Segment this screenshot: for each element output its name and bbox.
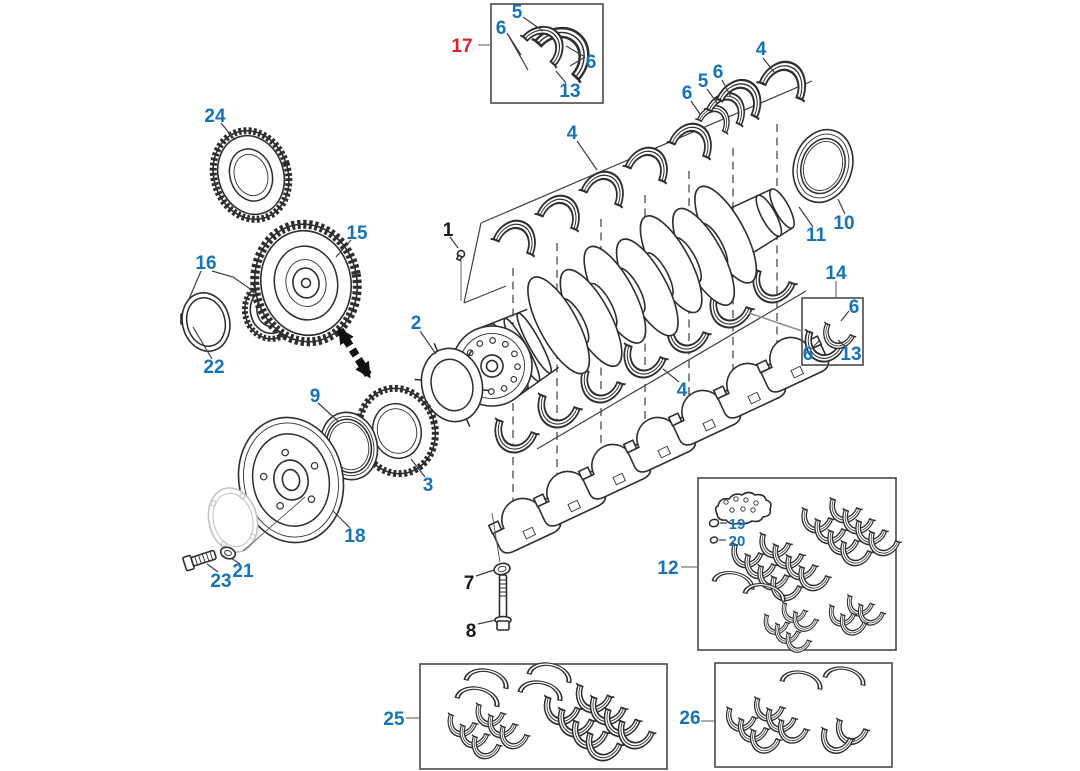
- callout-21-label[interactable]: 21: [232, 561, 254, 582]
- kit-box-12-contents: [708, 491, 903, 658]
- ghost-adapter-ring: [207, 487, 259, 553]
- vibration-damper-pulley: [237, 416, 345, 544]
- callout-2-label[interactable]: 2: [411, 313, 422, 334]
- bearing-shell: [577, 163, 635, 209]
- leader-lines: [188, 16, 850, 722]
- shell-stack-left: [719, 695, 811, 759]
- callout-13-label-a[interactable]: 13: [559, 81, 580, 102]
- bearing-shell: [613, 342, 670, 386]
- callout-6-label-d[interactable]: 6: [682, 83, 693, 104]
- callout-6-label-a[interactable]: 6: [496, 18, 507, 39]
- callout-16-label[interactable]: 16: [195, 253, 216, 274]
- callout-5-label-a[interactable]: 5: [512, 2, 523, 23]
- thrust-washer: [517, 676, 566, 702]
- pulley-washer: [219, 546, 237, 560]
- callout-22-label[interactable]: 22: [203, 357, 224, 378]
- callout-8-label: 8: [466, 621, 477, 642]
- callout-15-label[interactable]: 15: [346, 223, 368, 244]
- callout-3-label[interactable]: 3: [423, 475, 434, 496]
- cap-bolt-axis: [491, 512, 501, 563]
- callout-18-label[interactable]: 18: [344, 526, 365, 547]
- bearing-shell: [533, 187, 591, 233]
- callout-13-label-b[interactable]: 13: [840, 344, 861, 365]
- callout-25-label[interactable]: 25: [383, 709, 405, 730]
- thrust-washer: [822, 662, 869, 687]
- o-ring-19: [708, 518, 720, 528]
- callout-17-label[interactable]: 17: [451, 36, 472, 57]
- kit-box-25-contents: [440, 658, 658, 768]
- bearing-ring-16: [181, 292, 231, 352]
- shell-stack-right: [535, 682, 658, 768]
- callout-6-label-b[interactable]: 6: [586, 52, 597, 73]
- thrust-washer: [779, 666, 826, 691]
- pulley-bolt: [182, 549, 217, 572]
- callout-11-label[interactable]: 11: [806, 225, 827, 246]
- pulley-bolt-holes: [259, 448, 319, 510]
- callout-10-label[interactable]: 10: [833, 213, 854, 234]
- callout-6-label-e[interactable]: 6: [849, 297, 860, 318]
- callout-23-label[interactable]: 23: [210, 571, 231, 592]
- small-shell-stack-a: [757, 601, 820, 658]
- bearing-shell: [621, 139, 679, 185]
- shell-pair-right: [813, 717, 871, 760]
- callout-4-label-a[interactable]: 4: [567, 123, 578, 144]
- callout-4-label-b[interactable]: 4: [677, 380, 688, 401]
- o-ring-20: [709, 536, 719, 544]
- callout-9-label[interactable]: 9: [310, 386, 321, 407]
- cap-washer: [493, 562, 511, 576]
- bearing-shell: [489, 212, 547, 258]
- axis-line-bolt: [242, 496, 306, 552]
- callout-26-label[interactable]: 26: [679, 708, 700, 729]
- callout-14-label[interactable]: 14: [825, 263, 847, 284]
- kit-box-25: [419, 663, 668, 770]
- kit-box-26: [714, 662, 893, 768]
- callout-labels: 17 5 6 6 13 24 15 16 22 9 2 3 18 21 23 1…: [195, 2, 861, 730]
- thrust-washer: [454, 682, 503, 708]
- callout-24-label[interactable]: 24: [204, 106, 226, 127]
- callout-20-label[interactable]: 20: [729, 533, 746, 550]
- rod-shell-stack: [794, 496, 903, 572]
- gear-mesh-arrow: [336, 327, 373, 379]
- bearing-shell: [527, 392, 584, 436]
- woodruff-key: [455, 249, 466, 262]
- detail-box-17: [490, 3, 604, 104]
- bearing-shell: [665, 115, 723, 161]
- shell-stack-left: [440, 702, 532, 765]
- callout-6-label-c[interactable]: 6: [713, 62, 724, 83]
- main-bearing-caps: [482, 324, 833, 558]
- callout-12-label[interactable]: 12: [657, 558, 678, 579]
- kit-box-26-contents: [719, 662, 871, 760]
- callout-7-label: 7: [464, 573, 475, 594]
- ring-gear-24: [209, 127, 293, 223]
- callout-5-label-b[interactable]: 5: [698, 71, 709, 92]
- thrust-washer: [526, 658, 575, 684]
- crankshaft: [451, 185, 795, 407]
- callout-4-label-c[interactable]: 4: [756, 39, 767, 60]
- callout-19-label[interactable]: 19: [729, 516, 746, 533]
- callout-6-label-f[interactable]: 6: [803, 344, 814, 365]
- rear-ring-gear: [792, 128, 854, 204]
- thrust-washer: [463, 664, 512, 690]
- gasket: [714, 491, 772, 525]
- callout-1-label: 1: [443, 220, 454, 241]
- main-timing-gear: [250, 219, 362, 347]
- cap-bolt: [494, 574, 512, 631]
- detail-box-14: [801, 297, 864, 366]
- small-shell-stack-b: [822, 593, 887, 641]
